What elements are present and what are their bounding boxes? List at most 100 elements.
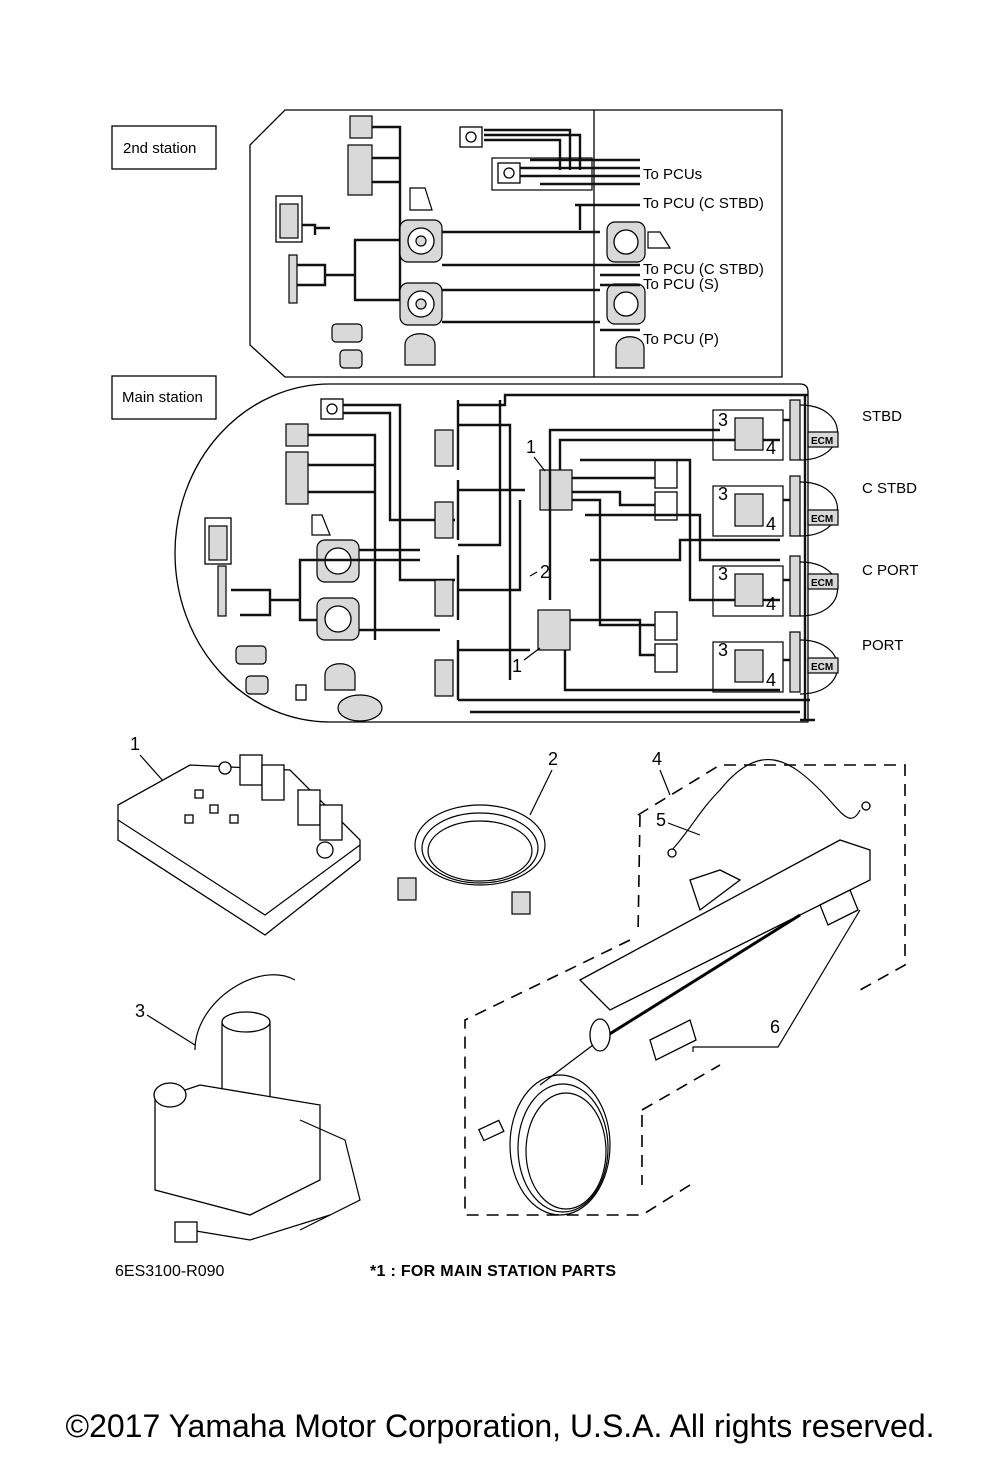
- engine-c-stbd: ECM 3 4 C STBD: [712, 475, 917, 537]
- wire: [458, 393, 810, 714]
- relay-icon: [434, 429, 454, 467]
- callout-2: 2: [540, 562, 550, 582]
- harness-coil-icon: [414, 804, 546, 886]
- dest-to-pcus: To PCUs: [643, 166, 702, 183]
- ecm-box: [807, 509, 839, 526]
- main-station-section: Main station: [111, 375, 918, 723]
- relay-icon: [434, 579, 454, 617]
- engine-port: ECM 3 4 PORT: [712, 631, 903, 695]
- dest-to-pcu-p: To PCU (P): [643, 331, 719, 348]
- tilt-switch-icon: [235, 645, 267, 665]
- hose-icon: [539, 1044, 594, 1086]
- callout-4: 4: [766, 514, 776, 534]
- second-station-label: 2nd station: [123, 140, 196, 157]
- wire: [231, 403, 455, 640]
- ecm-box: [807, 657, 839, 674]
- cylinder-mount-icon: [689, 869, 742, 912]
- throttle-lever-icon: [647, 231, 672, 249]
- wire: [575, 203, 640, 230]
- dest-to-pcu-s: To PCU (S): [643, 276, 719, 293]
- remote-control-icon: [399, 282, 443, 326]
- harness-coil-icon: [427, 820, 533, 882]
- diagram-code: 6ES3100-R090: [115, 1263, 225, 1280]
- seal-icon: [589, 1018, 611, 1052]
- display-screen-icon: [208, 525, 228, 561]
- leader-line: [529, 571, 538, 577]
- wire: [372, 125, 402, 300]
- switch-panel-icon: [347, 144, 373, 196]
- remote-control-icon: [606, 221, 646, 263]
- leader-line: [692, 909, 861, 1052]
- callout-3: 3: [718, 410, 728, 430]
- switch-panel-icon: [285, 423, 309, 447]
- wire: [783, 395, 815, 722]
- key-switch-icon: [326, 403, 338, 415]
- main-station-outline: [174, 383, 809, 723]
- assembly-boundary: [464, 764, 906, 1216]
- fuse-icon: [295, 684, 307, 701]
- steering-cylinder-icon: [789, 399, 801, 461]
- pump-hose-icon: [194, 974, 296, 1051]
- leader-line: [659, 769, 671, 796]
- harness-coil-icon: [421, 812, 539, 884]
- junction-box-edge: [117, 819, 361, 916]
- ecm-label: ECM: [811, 578, 833, 589]
- relay-icon: [319, 804, 343, 841]
- key-switch-icon: [465, 131, 477, 143]
- remote-control-icon: [316, 597, 360, 641]
- switch-panel-icon: [285, 451, 309, 505]
- part-2-wire-harness: 2: [397, 749, 558, 915]
- ecm-label: ECM: [811, 514, 833, 525]
- remote-control-icon: [399, 219, 443, 263]
- fuse-icon: [218, 761, 232, 775]
- wire: [302, 223, 330, 235]
- hose-coil-icon: [525, 1092, 607, 1210]
- engine-cowl-outline: [799, 481, 838, 537]
- wire: [442, 230, 600, 324]
- ecm-label: ECM: [811, 662, 833, 673]
- trim-pump-icon: [734, 649, 764, 683]
- callout-part-2: 2: [548, 749, 558, 769]
- steering-cylinder-icon: [789, 555, 801, 617]
- dest-to-pcu-c-stbd-2: To PCU (C STBD): [643, 261, 764, 278]
- relay-box-icon: [654, 459, 678, 489]
- switch-panel-icon: [349, 115, 373, 139]
- display-screen-icon: [279, 203, 299, 239]
- connector-icon: [174, 1221, 198, 1243]
- terminal-icon: [184, 814, 194, 824]
- main-station-note: *1 : FOR MAIN STATION PARTS: [370, 1263, 617, 1280]
- throttle-lever-icon: [311, 514, 331, 536]
- callout-part-6: 6: [770, 1017, 780, 1037]
- callout-4: 4: [766, 438, 776, 458]
- callout-part-1: 1: [130, 734, 140, 754]
- fuse-icon: [316, 841, 334, 859]
- key-switch-icon: [503, 167, 515, 179]
- parts-illustrations: 1 2 3: [117, 734, 906, 1243]
- connector-icon: [511, 891, 531, 915]
- wire: [520, 158, 640, 186]
- second-station-label-box: [111, 125, 217, 170]
- pump-wire-icon: [189, 1214, 331, 1241]
- relay-icon: [434, 501, 454, 539]
- leader-line: [667, 822, 701, 836]
- junction-box-icon: [539, 469, 573, 511]
- leader-line: [529, 769, 553, 816]
- callout-3: 3: [718, 564, 728, 584]
- tilt-switch-icon: [331, 323, 363, 343]
- callout-part-4: 4: [652, 749, 662, 769]
- trim-pump-icon: [734, 417, 764, 451]
- engine-label-port: PORT: [862, 637, 903, 654]
- network-hub-icon: [217, 565, 227, 617]
- ecm-box: [807, 431, 839, 448]
- second-station-outline: [249, 109, 783, 378]
- callout-4: 4: [766, 594, 776, 614]
- terminal-icon: [229, 814, 239, 824]
- clamp-icon: [649, 1019, 697, 1061]
- terminal-icon: [209, 804, 219, 814]
- callout-part-5: 5: [656, 810, 666, 830]
- junction-box-icon: [537, 609, 571, 651]
- relay-icon: [239, 754, 263, 786]
- ring-terminal-icon: [861, 801, 871, 811]
- helm-switch-icon: [324, 663, 356, 691]
- helm-switch-icon: [615, 336, 645, 369]
